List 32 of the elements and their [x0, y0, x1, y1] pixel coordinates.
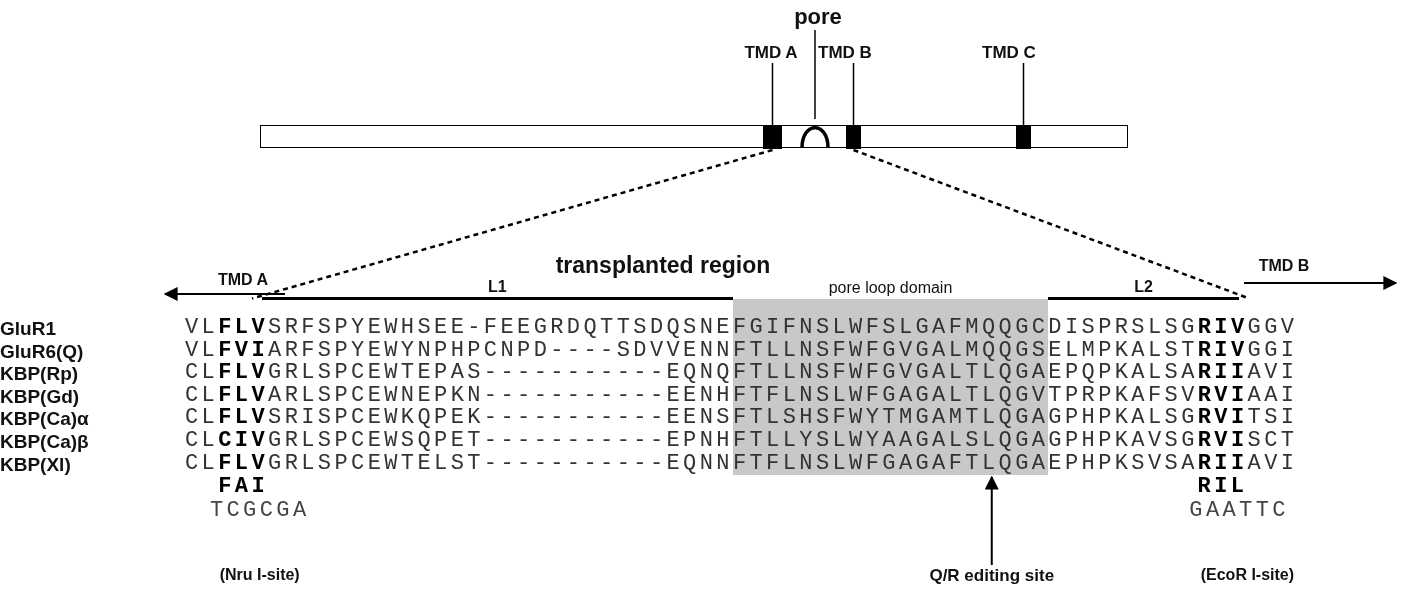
direction-label: TMD B — [1258, 258, 1310, 274]
segment-label: TMD B — [818, 44, 872, 61]
sequence-name: GluR6(Q) — [0, 341, 84, 361]
region-title: transplanted region — [555, 254, 771, 277]
site-label: Q/R editing site — [929, 567, 1055, 584]
dna-sequence: TCGCGA — [209, 499, 310, 522]
leader-line — [852, 62, 855, 127]
transmembrane-segment — [763, 126, 782, 149]
amino-acid-sequence: RIL — [1197, 476, 1248, 499]
leader-line — [814, 29, 816, 120]
transmembrane-segment — [846, 126, 861, 149]
dna-sequence: GAATTC — [1189, 499, 1289, 522]
dashed-line — [251, 148, 773, 300]
protein-bar — [260, 125, 1128, 148]
sequence-name: KBP(Ca)α — [0, 409, 89, 429]
sequence-name: GluR1 — [0, 319, 56, 338]
leader-line — [771, 62, 774, 127]
site-label: (EcoR I-site) — [1200, 567, 1295, 583]
sequence-name: KBP(Gd) — [0, 386, 80, 406]
sequence-name: KBP(Rp) — [0, 364, 79, 384]
sequence-name: KBP(Xl) — [0, 454, 71, 474]
leader-line — [1022, 62, 1025, 127]
domain-label: pore loop domain — [828, 280, 953, 296]
domain-bar: L2 — [1048, 279, 1240, 300]
pore-label: pore — [794, 6, 842, 28]
sequence-name: KBP(Ca)β — [0, 432, 89, 451]
amino-acid-sequence: FAI — [218, 476, 268, 499]
segment-label: TMD C — [982, 44, 1036, 61]
site-label: (Nru I-site) — [219, 567, 300, 583]
transmembrane-segment — [1016, 126, 1031, 149]
leader-line — [984, 475, 999, 566]
segment-label: TMD A — [744, 44, 798, 61]
